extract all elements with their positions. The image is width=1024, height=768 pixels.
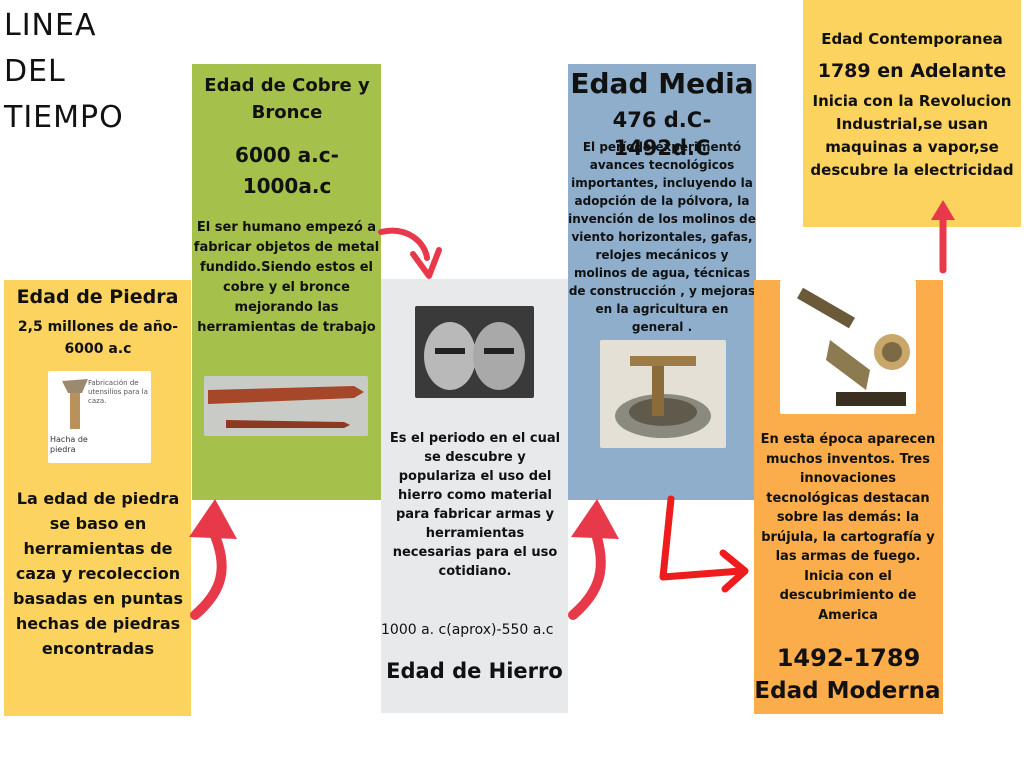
arrow-hierro-to-media	[568, 499, 619, 620]
axe-caption-1: Fabricación de utensilios para la caza.	[88, 379, 148, 405]
mill-icon	[615, 356, 711, 438]
panel-edad-hierro: Es el periodo en el cual se descubre y p…	[381, 279, 568, 713]
piedra-title: Edad de Piedra	[16, 286, 179, 308]
title-line-2: DEL	[4, 54, 66, 89]
cobre-title: Edad de Cobre y Bronce	[204, 75, 370, 123]
microscope-icon	[797, 287, 910, 406]
bronze-tools-image	[204, 376, 368, 436]
moderna-description: En esta época aparecen muchos inventos. …	[760, 432, 936, 623]
media-description: El período experimentó avances tecnológi…	[568, 140, 756, 334]
title-line-1: LINEA	[4, 8, 97, 43]
panel-edad-piedra: Edad de Piedra 2,5 millones de año-6000 …	[4, 280, 191, 716]
piedra-description: La edad de piedra se baso en herramienta…	[13, 489, 183, 658]
axe-caption-2: Hacha de piedra	[50, 435, 88, 454]
contemporanea-description: Inicia con la Revolucion Industrial,se u…	[810, 92, 1014, 179]
microscope-image	[780, 280, 916, 414]
arrow-piedra-to-cobre	[189, 499, 237, 620]
hierro-title: Edad de Hierro	[386, 659, 563, 683]
media-dates: 476 d.C-1492d.C	[612, 108, 712, 160]
media-title: Edad Media	[570, 67, 754, 100]
contemporanea-dates: 1789 en Adelante	[817, 60, 1007, 82]
panel-edad-moderna: En esta época aparecen muchos inventos. …	[754, 280, 943, 714]
piedra-dates: 2,5 millones de año-6000 a.c	[17, 319, 179, 357]
panel-edad-contemporanea: Edad Contemporanea 1789 en Adelante Inic…	[803, 0, 1021, 227]
stone-axe-image: Fabricación de utensilios para la caza. …	[48, 371, 151, 463]
bronze-blade-icon	[208, 386, 364, 428]
moderna-title: Edad Moderna	[754, 678, 941, 704]
panel-edad-cobre-bronce: Edad de Cobre y Bronce 6000 a.c-1000a.c …	[192, 64, 381, 500]
watermill-image	[600, 340, 726, 448]
hierro-dates: 1000 a. c(aprox)-550 a.c	[381, 622, 554, 638]
moderna-dates: 1492-1789	[776, 644, 921, 672]
cobre-dates: 6000 a.c-1000a.c	[235, 143, 339, 198]
cobre-description: El ser humano empezó a fabricar objetos …	[193, 220, 380, 335]
panel-edad-media: Edad Media 476 d.C-1492d.C El período ex…	[568, 64, 756, 500]
arrow-cobre-to-hierro	[378, 227, 442, 279]
iron-helmets-image	[415, 306, 534, 398]
title-line-3: TIEMPO	[4, 100, 124, 135]
arrow-media-to-moderna	[659, 495, 749, 593]
hierro-description: Es el periodo en el cual se descubre y p…	[389, 431, 561, 579]
contemporanea-title: Edad Contemporanea	[821, 30, 1003, 48]
helmet-icon	[424, 322, 525, 390]
stone-axe-icon	[62, 379, 88, 429]
arrow-moderna-to-contemporanea	[931, 200, 955, 274]
